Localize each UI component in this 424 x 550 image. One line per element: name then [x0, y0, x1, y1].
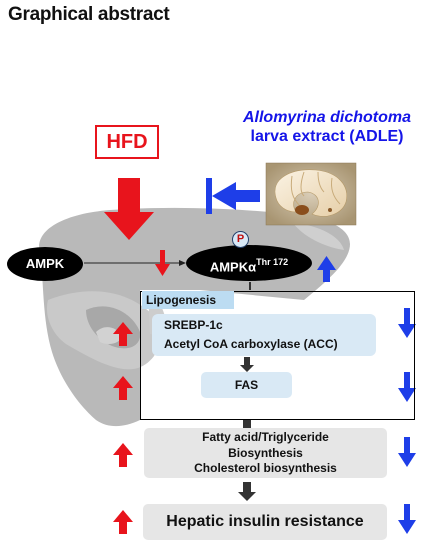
ampka-increase-arrow-icon [317, 256, 336, 282]
down-arrow-icon [398, 308, 416, 534]
ampk-decrease-arrow-icon [155, 250, 170, 276]
lipogenesis-box [140, 291, 415, 420]
fatty-line-2: Biosynthesis [228, 445, 303, 460]
larva-image [265, 162, 357, 226]
fatty-acid-box: Fatty acid/Triglyceride Biosynthesis Cho… [144, 428, 387, 478]
up-arrow-icon [113, 322, 133, 534]
inhibit-arrow-icon [206, 178, 260, 214]
lipogenesis-label: Lipogenesis [142, 291, 234, 309]
acc-label: Acetyl CoA carboxylase (ACC) [164, 337, 338, 351]
page-title: Graphical abstract [8, 4, 170, 25]
extract-label: Allomyrina dichotoma larva extract (ADLE… [238, 108, 416, 146]
fatty-line-3: Cholesterol biosynthesis [194, 461, 337, 475]
fas-box: FAS [201, 372, 292, 398]
hfd-box: HFD [95, 125, 159, 159]
srebp-to-fas-arrow-icon [240, 357, 254, 372]
srebp-label: SREBP-1c [164, 318, 223, 332]
hfd-down-arrow-icon [104, 178, 154, 240]
ampka-sup: Thr 172 [256, 257, 289, 267]
ampka-oval: AMPKαThr 172 [186, 245, 312, 281]
hepatic-insulin-box: Hepatic insulin resistance [143, 504, 387, 540]
ampk-oval: AMPK [7, 247, 83, 281]
ampka-base: AMPKα [209, 259, 257, 275]
extract-species: Allomyrina dichotoma [242, 109, 412, 126]
extract-name: larva extract (ADLE) [250, 128, 404, 145]
phosphorylation-badge: P [232, 231, 249, 248]
ampk-connector-head [179, 260, 186, 266]
fatty-line-1: Fatty acid/Triglyceride [202, 430, 329, 444]
fatty-to-hepatic-arrow-icon [238, 482, 256, 501]
srebp-box: SREBP-1c Acetyl CoA carboxylase (ACC) [152, 314, 376, 356]
